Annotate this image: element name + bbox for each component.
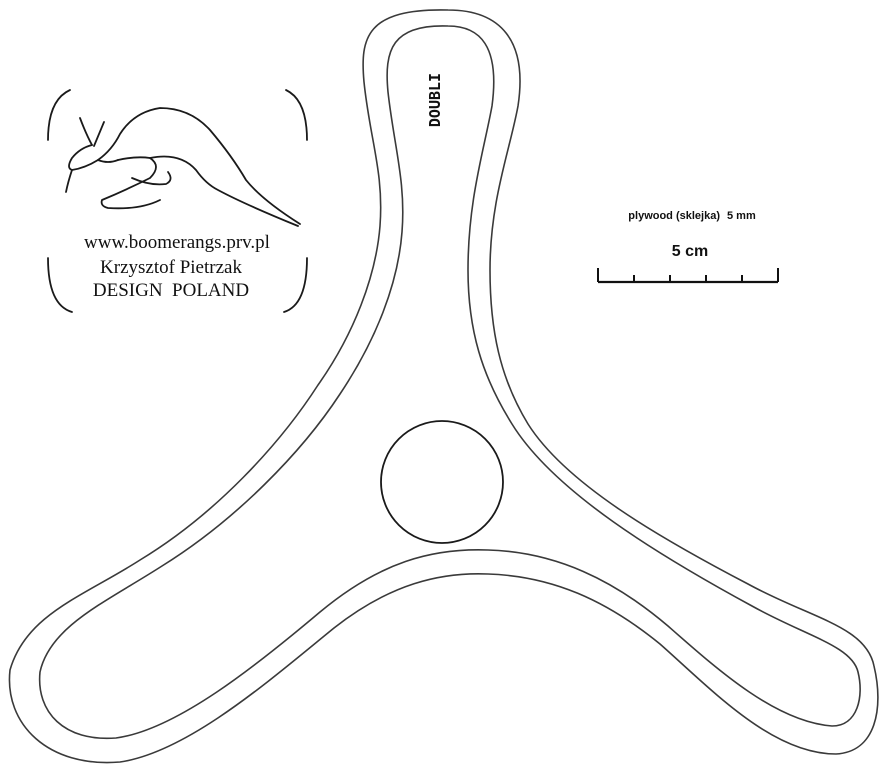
logo-bracket-bottom-left [47,257,73,313]
logo-design: DESIGN POLAND [93,280,249,301]
scale-label: 5 cm [672,243,708,260]
kangaroo-logo-icon [65,107,301,227]
boomerang-inner-outline [38,25,861,740]
logo-url: www.boomerangs.prv.pl [84,232,270,253]
logo-bracket-bottom-right [283,257,308,313]
scale-bar: 5 cm [597,243,779,284]
material-thickness: 5 mm [727,210,756,222]
material-spec: plywood (sklejka) 5 mm [628,210,756,222]
boomerang-name: DOUBLI [426,73,444,127]
logo-block: www.boomerangs.prv.pl Krzysztof Pietrzak… [47,89,308,313]
logo-bracket-top-left [47,89,71,141]
boomerang-shape: DOUBLI [8,9,879,764]
boomerang-outer-outline [8,9,879,764]
scale-ticks [597,268,779,282]
boomerang-center-hole [380,420,504,544]
logo-author: Krzysztof Pietrzak [100,257,242,278]
logo-bracket-top-right [285,89,308,141]
material-label: plywood (sklejka) [628,210,720,222]
